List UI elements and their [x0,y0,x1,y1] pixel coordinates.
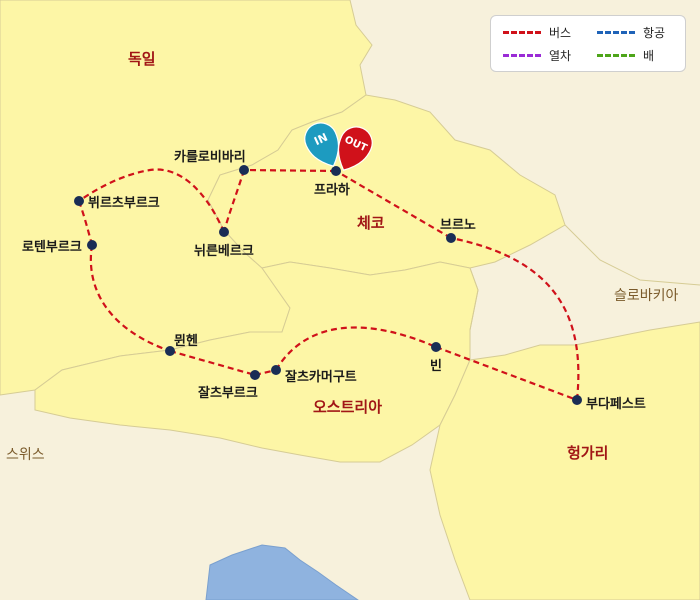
city-label-prague: 프라하 [314,183,350,198]
country-label-czech: 체코 [357,214,385,232]
city-dot-salzkammergut [271,365,281,375]
legend-line-train [503,54,541,57]
route-legend: 버스 항공 열차 배 [490,15,686,72]
city-dot-nuremberg [219,227,229,237]
city-dot-salzburg [250,370,260,380]
legend-label-ship: 배 [643,49,655,63]
in-marker-label: IN [312,131,330,148]
lake-region [205,544,359,600]
city-label-salzburg: 잘츠부르크 [198,386,258,401]
city-label-salzkammergut: 잘츠카머구트 [285,370,357,385]
city-label-munich: 뮌헨 [174,334,198,349]
legend-line-bus [503,31,541,34]
legend-label-train: 열차 [549,49,572,63]
country-label-switzerland: 스위스 [6,447,45,463]
city-label-wurzburg: 뷔르츠부르크 [88,196,160,211]
legend-line-air [597,31,635,34]
city-label-karlovy-vary: 카를로비바리 [174,150,246,165]
city-label-rothenburg: 로텐부르크 [22,240,82,255]
city-dot-budapest [572,395,582,405]
city-dot-rothenburg [87,240,97,250]
city-label-brno: 브르노 [440,218,476,233]
hungary-region [429,321,700,600]
czech-region [207,94,566,276]
city-dot-karlovy-vary [239,165,249,175]
city-dot-munich [165,346,175,356]
legend-line-ship [597,54,635,57]
legend-label-air: 항공 [643,26,666,40]
internal-border-1 [469,267,479,331]
legend-label-bus: 버스 [549,26,572,40]
city-dot-wurzburg [74,196,84,206]
country-label-germany: 독일 [128,50,156,68]
legend-item-ship: 배 [597,47,654,64]
city-dot-prague [331,166,341,176]
out-marker-pin: OUT [337,126,373,171]
in-marker-pin: IN [304,122,340,167]
city-label-nuremberg: 뉘른베르크 [194,244,254,259]
legend-item-bus: 버스 [503,24,571,41]
country-label-slovakia: 슬로바키아 [614,288,679,304]
legend-item-air: 항공 [597,24,665,41]
city-dot-brno [446,233,456,243]
city-dot-vienna [431,342,441,352]
city-label-vienna: 빈 [430,359,442,374]
internal-border-2 [564,224,700,286]
city-label-budapest: 부다페스트 [586,397,646,412]
country-label-hungary: 헝가리 [567,444,609,462]
legend-item-train: 열차 [503,47,571,64]
bus-route [77,168,580,402]
country-label-austria: 오스트리아 [313,398,383,416]
